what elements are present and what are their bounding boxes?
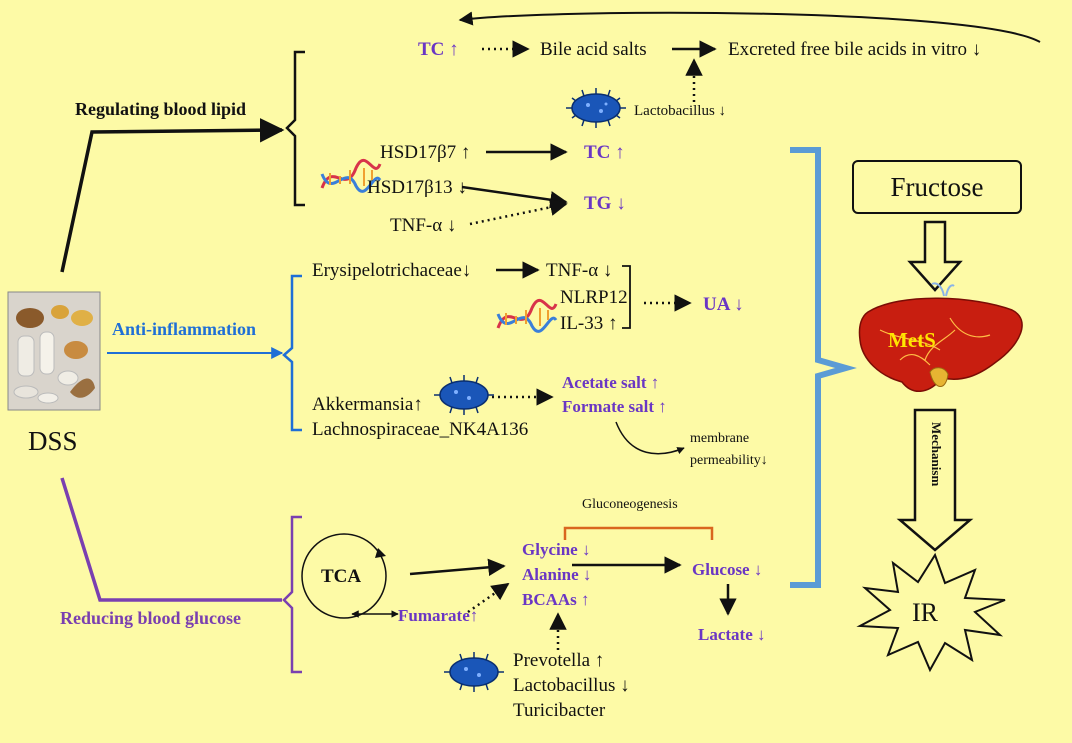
arrow-hsd17b13-to-tg [461,185,568,209]
hsd17b7-label: HSD17β7 ↑ [380,142,471,163]
arrow-dss-to-lipid [60,117,285,273]
tc-up-mid-label: TC ↑ [584,142,625,163]
glycine-label: Glycine ↓ [522,540,591,559]
ir-starburst [856,552,1006,673]
tnf-inflammation-label: TNF-α ↓ [546,260,613,281]
gluconeogenesis-label: Gluconeogenesis [582,497,678,512]
bracket-outcomes [790,147,857,588]
bracket-glucose [282,515,302,674]
membrane-label: membrane [690,431,750,446]
turicibacter-label: Turicibacter [513,700,606,721]
herbal-medicine-photo [7,291,101,411]
acetate-salt-label: Acetate salt ↑ [562,373,660,392]
regulating-blood-lipid-label: Regulating blood lipid [75,99,247,119]
liver-vessels [879,317,991,366]
dss-label: DSS [28,426,78,456]
arrow-tnf-to-tg [469,198,568,226]
hsd17b13-label: HSD17β13 ↓ [367,177,467,198]
prevotella-label: Prevotella ↑ [513,650,605,671]
anti-inflammation-label: Anti-inflammation [112,319,256,339]
bracket-cytokines [622,265,631,329]
erysipelotrichaceae-label: Erysipelotrichaceae↓ [312,260,472,281]
arrow-feedback-loop [458,11,1041,43]
akkermansia-label: Akkermansia↑ [312,394,423,415]
fructose-label: Fructose [890,171,984,202]
mets-label: MetS [888,328,936,352]
bracket-lipid [285,50,305,207]
lactobacillus-bottom-label: Lactobacillus ↓ [513,675,630,696]
bacteria-icon [566,88,626,128]
gallbladder [929,367,949,387]
tca-cycle-arrowhead [375,548,386,558]
mechanism-label: Mechanism [929,422,944,487]
hepatic-vessel [931,282,955,297]
glucose-label: Glucose ↓ [692,560,763,579]
fructose-box: Fructose [852,160,1022,214]
tca-label: TCA [321,566,362,587]
bracket-inflammation [282,274,302,432]
line-dss-to-glucose [60,477,282,602]
bracket-gluconeogenesis [563,526,714,540]
ir-label: IR [912,598,938,627]
tc-up-top-label: TC ↑ [418,39,459,60]
bacteria-icon [434,375,494,415]
bacteria-icon [444,652,504,692]
ua-down-label: UA ↓ [703,294,744,315]
lactate-label: Lactate ↓ [698,625,766,644]
fumarate-label: Fumarate↑ [398,606,479,625]
bcaas-label: BCAAs ↑ [522,590,590,609]
dna-helix-icon [320,158,382,193]
hollow-arrow-mechanism [896,408,974,552]
reducing-blood-glucose-label: Reducing blood glucose [60,608,242,628]
arrow-salts-to-membrane [615,421,685,455]
nlrp12-label: NLRP12 [560,287,628,308]
excreted-bile-acids-label: Excreted free bile acids in vitro ↓ [728,39,982,60]
arrow-tca-to-amino-acids [409,558,506,577]
lactobacillus-top-label: Lactobacillus ↓ [634,103,727,119]
bile-acid-salts-label: Bile acid salts [540,39,647,60]
dna-helix-icon [496,298,558,333]
alanine-label: Alanine ↓ [522,565,592,584]
arrow-fumarate-to-amino-acids [467,582,510,614]
il33-label: IL-33 ↑ [560,313,618,334]
permeability-label: permeability↓ [690,453,768,468]
tca-cycle [301,533,387,619]
hollow-arrow-fructose-down [907,220,963,292]
lachnospiraceae-label: Lachnospiraceae_NK4A136 [312,419,529,440]
formate-salt-label: Formate salt ↑ [562,397,667,416]
tnf-lipid-label: TNF-α ↓ [390,215,457,236]
liver-shape [858,297,1023,392]
tg-down-label: TG ↓ [584,193,626,214]
